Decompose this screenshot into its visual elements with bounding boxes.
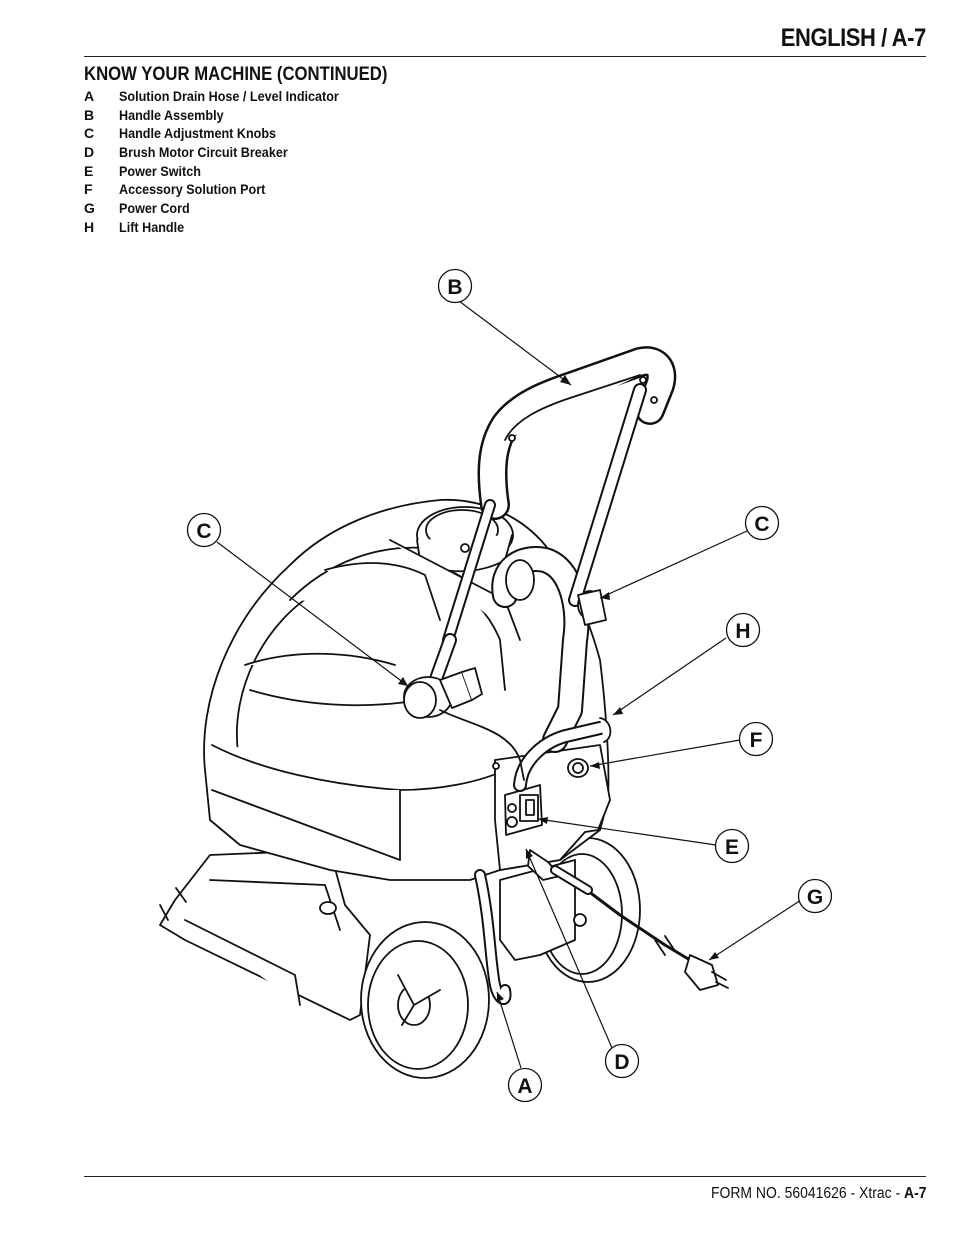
legend-label: Power Switch xyxy=(119,162,201,179)
legend-key: F xyxy=(84,181,93,198)
legend-label: Handle Adjustment Knobs xyxy=(119,125,277,142)
callout-e: E xyxy=(714,828,750,864)
page-footer: FORM NO. 56041626 - Xtrac - A-7 xyxy=(84,1176,926,1202)
callout-letter: E xyxy=(725,836,739,859)
footer-text: FORM NO. 56041626 - Xtrac - A-7 xyxy=(710,1185,926,1203)
callout-letter: H xyxy=(735,620,750,643)
page-header-title: ENGLISH / A-7 xyxy=(780,24,926,52)
legend-label: Power Cord xyxy=(119,200,190,217)
legend-item: A Solution Drain Hose / Level Indicator xyxy=(84,88,363,107)
legend-key: E xyxy=(84,162,94,179)
callout-leaders xyxy=(216,297,802,1069)
legend-item: B Handle Assembly xyxy=(84,107,363,126)
legend-label: Brush Motor Circuit Breaker xyxy=(119,144,288,161)
callout-letter: C xyxy=(754,513,769,536)
callout-g: G xyxy=(797,878,833,914)
callout-letter: D xyxy=(614,1051,629,1074)
callout-letter: G xyxy=(807,886,823,909)
callout-letter: B xyxy=(447,276,462,299)
legend-key: D xyxy=(84,144,95,161)
callout-h: H xyxy=(725,612,761,648)
parts-legend: A Solution Drain Hose / Level Indicator B… xyxy=(84,88,363,238)
legend-key: B xyxy=(84,106,95,123)
callout-c-left: C xyxy=(186,512,222,548)
callout-b: B xyxy=(437,268,473,304)
callout-c-right: C xyxy=(744,505,780,541)
callout-letter: A xyxy=(517,1075,532,1098)
legend-item: H Lift Handle xyxy=(84,219,363,238)
footer-page-number: A-7 xyxy=(903,1185,926,1202)
callouts: B C C H F E G D xyxy=(186,268,833,1103)
legend-key: A xyxy=(84,88,95,104)
page-header: ENGLISH / A-7 xyxy=(84,20,926,57)
legend-item: G Power Cord xyxy=(84,200,363,219)
legend-item: E Power Switch xyxy=(84,163,363,182)
legend-label: Handle Assembly xyxy=(119,106,224,123)
legend-label: Lift Handle xyxy=(119,218,185,235)
legend-label: Solution Drain Hose / Level Indicator xyxy=(119,88,339,104)
legend-key: C xyxy=(84,125,95,142)
legend-item: C Handle Adjustment Knobs xyxy=(84,125,363,144)
callout-letter: F xyxy=(750,729,763,752)
legend-item: D Brush Motor Circuit Breaker xyxy=(84,144,363,163)
legend-key: H xyxy=(84,218,95,235)
section-title: KNOW YOUR MACHINE (CONTINUED) xyxy=(84,64,388,85)
callout-letter: C xyxy=(196,520,211,543)
callout-f: F xyxy=(738,721,774,757)
legend-label: Accessory Solution Port xyxy=(119,181,266,198)
callout-arrowheads xyxy=(398,375,719,1002)
form-number: FORM NO. 56041626 - Xtrac - xyxy=(710,1185,904,1202)
machine-drawing xyxy=(159,346,729,1079)
callout-a: A xyxy=(507,1067,543,1103)
callout-d: D xyxy=(604,1043,640,1079)
legend-key: G xyxy=(84,200,95,217)
legend-item: F Accessory Solution Port xyxy=(84,181,363,200)
